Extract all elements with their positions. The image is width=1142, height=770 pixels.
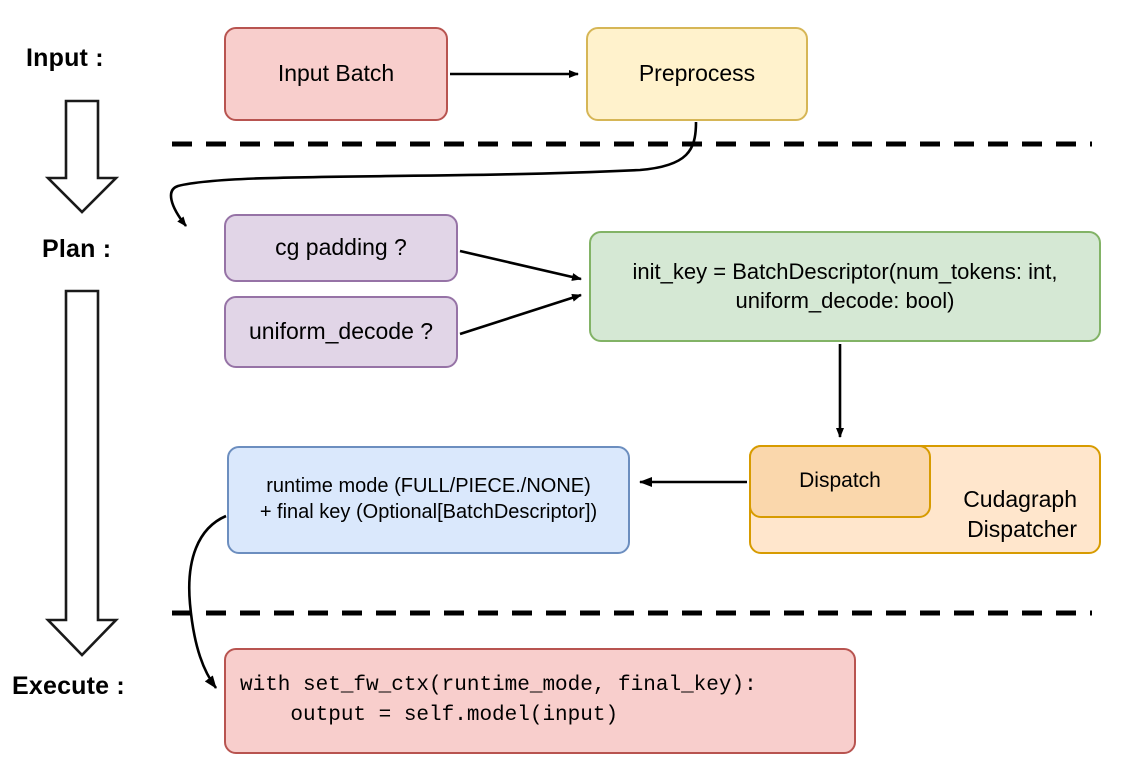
stage-label-input: Input :	[26, 44, 104, 72]
node-init-key-line1: init_key = BatchDescriptor(num_tokens: i…	[632, 259, 1058, 285]
node-execute-code-line2: output = self.model(input)	[240, 704, 619, 727]
node-cudagraph-dispatcher-line2: Dispatcher	[967, 515, 1077, 542]
stage-label-execute: Execute :	[12, 672, 125, 700]
connector-runtime-mode-to-execute	[188, 514, 227, 689]
node-uniform-decode-label: uniform_decode ?	[248, 318, 434, 345]
flow-arrow-plan-to-execute	[44, 289, 120, 657]
node-execute-code[interactable]: with set_fw_ctx(runtime_mode, final_key)…	[224, 648, 856, 754]
connector-cg-padding-to-init-key	[459, 249, 582, 281]
stage-label-plan: Plan :	[42, 235, 112, 263]
node-dispatch[interactable]: Dispatch	[749, 445, 931, 518]
node-runtime-mode[interactable]: runtime mode (FULL/PIECE./NONE) + final …	[227, 446, 630, 554]
node-init-key[interactable]: init_key = BatchDescriptor(num_tokens: i…	[589, 231, 1101, 342]
node-runtime-mode-line1: runtime mode (FULL/PIECE./NONE)	[266, 475, 591, 498]
node-cudagraph-dispatcher-line1: Cudagraph	[963, 486, 1077, 513]
node-preprocess-label: Preprocess	[638, 60, 756, 87]
node-runtime-mode-line2: + final key (Optional[BatchDescriptor])	[259, 501, 598, 523]
connector-preprocess-to-cg-padding	[169, 121, 698, 227]
node-preprocess[interactable]: Preprocess	[586, 27, 808, 121]
node-dispatch-label: Dispatch	[799, 469, 881, 493]
flow-arrow-input-to-plan	[44, 99, 120, 214]
connector-uniform-decode-to-init-key	[459, 293, 582, 336]
node-execute-code-line1: with set_fw_ctx(runtime_mode, final_key)…	[240, 673, 757, 697]
node-init-key-line2: uniform_decode: bool)	[735, 287, 955, 313]
node-input-batch-label: Input Batch	[277, 60, 395, 87]
node-cg-padding[interactable]: cg padding ?	[224, 214, 458, 282]
node-input-batch[interactable]: Input Batch	[224, 27, 448, 121]
node-uniform-decode[interactable]: uniform_decode ?	[224, 296, 458, 368]
node-cg-padding-label: cg padding ?	[275, 234, 407, 261]
